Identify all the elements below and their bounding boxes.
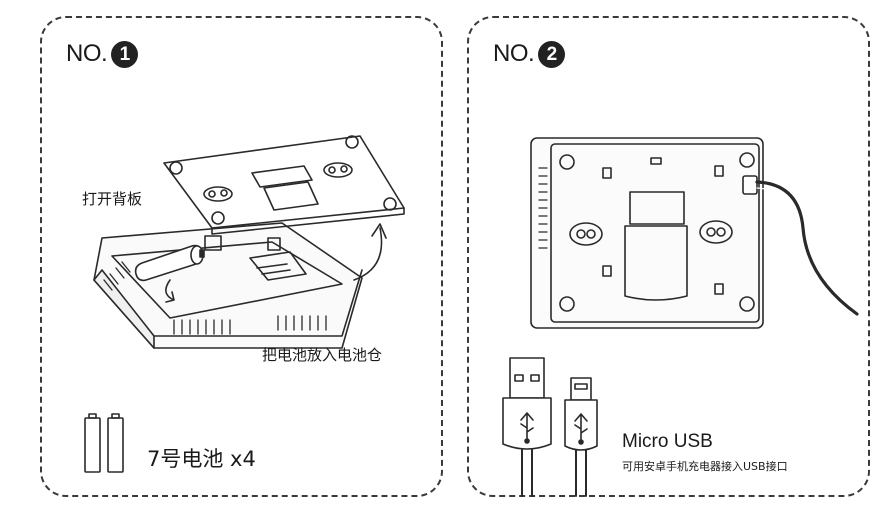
aaa-battery-drawing [134,244,205,303]
insert-battery-label: 把电池放入电池仓 [262,346,383,364]
micro-usb-label: Micro USB [622,431,713,452]
usb-a-plug-icon [502,357,552,497]
open-back-cover-label: 打开背板 [82,190,143,208]
micro-usb-plug-icon [564,377,598,497]
usb-power-illustration [502,137,859,497]
device-housing-drawing [93,222,363,349]
step-2-panel: NO. 2 [467,16,870,497]
step-2-heading: NO. 2 [493,40,566,68]
step-2-number-badge: 2 [538,40,566,68]
step-1-heading: NO. 1 [66,40,139,68]
device-back-drawing [530,137,764,329]
step-1-number-badge: 1 [111,40,139,68]
battery-install-illustration [84,135,405,473]
battery-count-label: 7号电池 x4 [147,447,256,471]
step-1-panel: NO. 1 [40,16,443,497]
battery-pair-icon [84,413,124,473]
open-direction-arrow [353,223,387,281]
step-1-prefix: NO. [66,40,108,67]
micro-usb-cable-drawing [755,180,859,319]
back-plate-drawing [163,135,405,235]
charger-note: 可用安卓手机充电器接入USB接口 [622,460,788,473]
step-2-prefix: NO. [493,40,535,67]
